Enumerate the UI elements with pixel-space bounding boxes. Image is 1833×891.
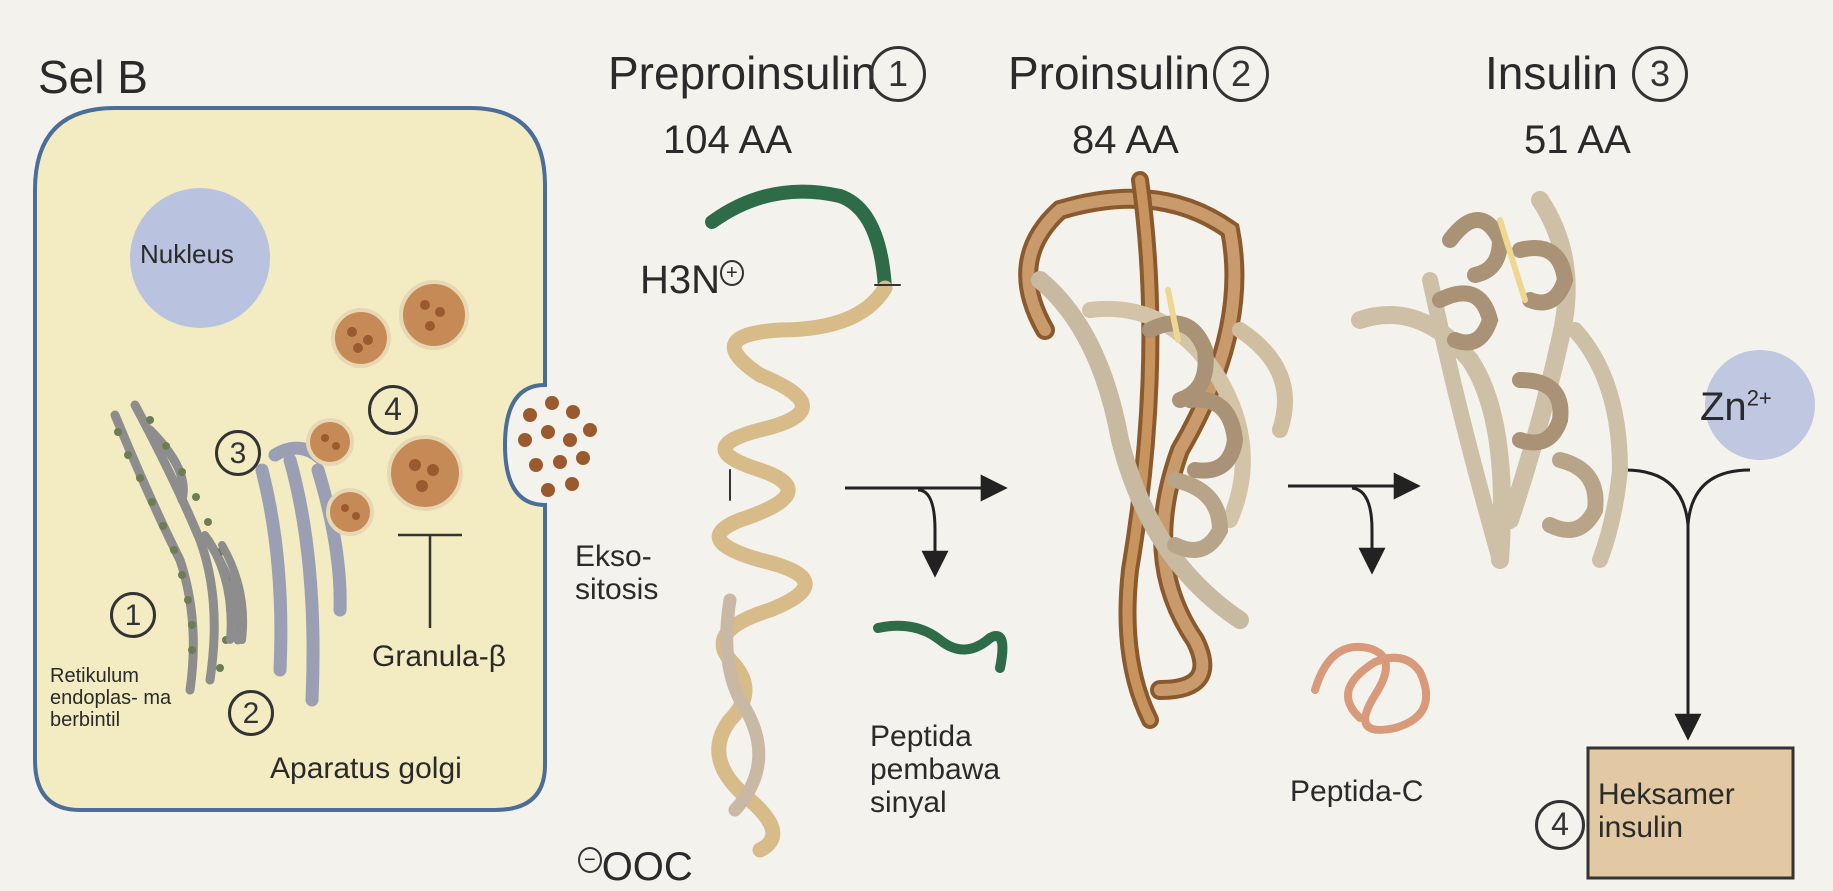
stage-3-number: 3	[1632, 46, 1688, 102]
stage-2-name: Proinsulin	[1008, 48, 1210, 99]
granula-label: Granula-β	[372, 640, 506, 673]
signal-peptide-label: Peptida pembawa sinyal	[870, 720, 1050, 819]
c-peptide-label: Peptida-C	[1290, 775, 1423, 808]
stage-2-aa: 84 AA	[1072, 118, 1179, 162]
hexamer-label: Heksamer insulin	[1598, 778, 1783, 844]
exocytosis-dots	[518, 396, 597, 497]
c-peptide-shape	[1315, 647, 1426, 730]
cell-title: Sel B	[38, 52, 148, 103]
stage-1-name: Preproinsulin	[608, 48, 876, 99]
stage-1-aa: 104 AA	[663, 118, 792, 162]
cell-marker-1: 1	[110, 592, 156, 638]
stage-2-number: 2	[1213, 46, 1269, 102]
stage-3-aa: 51 AA	[1524, 118, 1631, 162]
stage-1-number: 1	[870, 46, 926, 102]
cell-marker-4: 4	[368, 385, 418, 435]
hexamer-number: 4	[1535, 800, 1585, 850]
cell-marker-2: 2	[228, 690, 274, 736]
proinsulin-structure	[1028, 180, 1285, 720]
c-terminus-label: −OOC	[578, 845, 693, 889]
signal-peptide-shape	[878, 626, 1002, 668]
cell-marker-3: 3	[215, 430, 261, 476]
exocytosis-label: Ekso- sitosis	[575, 540, 665, 606]
golgi-label: Aparatus golgi	[270, 752, 462, 785]
nucleus-label: Nukleus	[140, 240, 234, 269]
stage-3-name: Insulin	[1485, 48, 1618, 99]
insulin-structure	[1360, 200, 1620, 560]
n-terminus-label: H3N+	[640, 258, 744, 302]
er-label: Retikulum endoplas- ma berbintil	[50, 665, 210, 731]
proinsulin-segment	[719, 288, 885, 850]
zinc-label: Zn2+	[1700, 385, 1772, 429]
